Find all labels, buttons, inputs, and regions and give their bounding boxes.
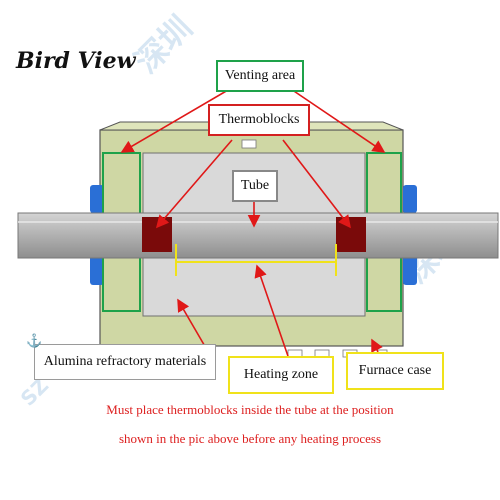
page-title: Bird View [16, 48, 136, 74]
arrow-venting-left [120, 82, 241, 153]
arrow-thermoblock-right [282, 139, 351, 229]
tube-body [17, 212, 499, 259]
heating-zone-bracket [175, 244, 337, 276]
connector-right-bottom [403, 255, 417, 285]
connector-right-top [403, 185, 417, 213]
label-heating-zone: Heating zone [228, 356, 334, 394]
arrow-thermoblock-left [155, 139, 233, 229]
anchor-icon: ⚓ [26, 333, 43, 348]
label-alumina: Alumina refractory materials [34, 344, 216, 380]
label-venting-area: Venting area [216, 60, 304, 92]
arrow-heating-zone [254, 264, 291, 363]
note-line-2: shown in the pic above before any heatin… [118, 431, 382, 446]
arrow-furnace-case [371, 338, 383, 353]
connector-left-top [90, 185, 104, 213]
top-vent-slot [241, 139, 257, 149]
thermoblock-right [336, 217, 366, 252]
connector-left-bottom [90, 255, 104, 285]
label-tube: Tube [232, 170, 278, 202]
note-line-1: Must place thermoblocks inside the tube … [106, 402, 394, 417]
label-thermoblocks: Thermoblocks [208, 104, 310, 136]
arrow-venting-right [281, 82, 386, 153]
thermoblock-left [142, 217, 172, 252]
label-furnace-case: Furnace case [346, 352, 444, 390]
